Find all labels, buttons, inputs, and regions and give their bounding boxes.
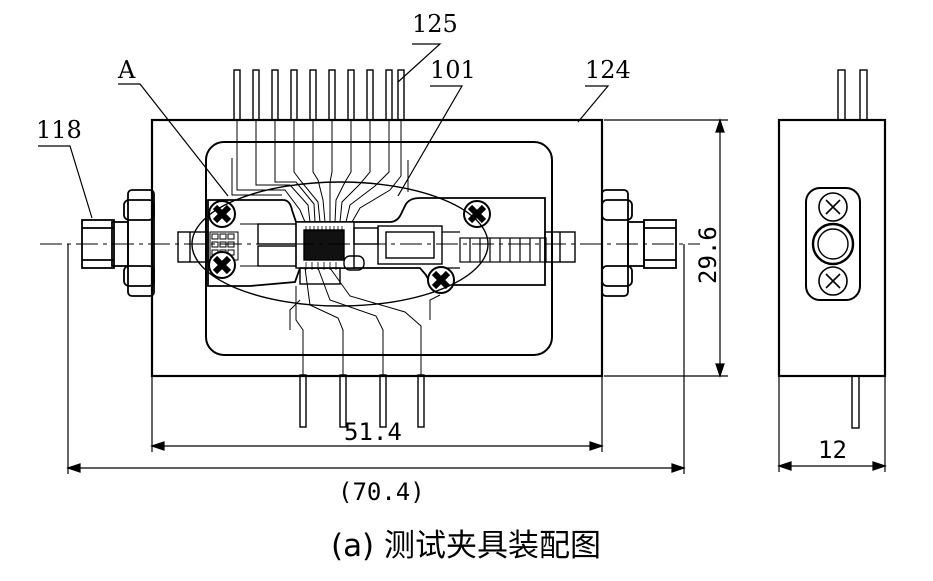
top-traces [231,120,409,223]
chip-region [257,221,443,285]
screw-bottom-left [208,251,236,279]
side-view: 12 [777,69,887,472]
figure-caption: (a) 测试夹具装配图 [331,528,601,564]
top-pins [233,69,405,121]
side-thickness-value: 12 [818,436,847,464]
height-value: 29.6 [694,226,722,284]
screw-top-left [208,200,236,228]
label-101: 101 [430,56,476,84]
height-dimension [604,118,728,378]
right-fins [442,231,547,269]
fixture-body [150,118,604,378]
label-118: 118 [36,116,82,144]
overall-width-value: (70.4) [338,478,425,506]
body-width-value: 51.4 [344,418,402,446]
screw-top-right [463,200,491,228]
side-screw-top [818,192,848,222]
side-thickness-dimension [777,376,887,472]
leader-lines [38,43,610,219]
front-view: 125 A 101 124 118 29.6 51.4 [36,10,728,506]
chip-bond-lines [305,226,343,270]
right-stub [544,231,576,263]
side-top-pins [837,69,868,121]
side-bottom-pin [851,375,860,429]
side-connector-center [811,222,855,266]
left-sma-connector [81,189,155,297]
label-125: 125 [412,10,458,38]
body-width-dimension [150,376,604,452]
overall-width-dimension [66,244,686,474]
label-124: 124 [585,56,631,84]
side-connector-flange [805,187,861,301]
side-body [777,118,887,378]
right-sma-connector [601,189,677,297]
label-a: A [117,56,136,84]
inner-cavity [205,141,553,356]
side-screw-bottom [818,266,848,296]
left-stub [177,231,209,263]
